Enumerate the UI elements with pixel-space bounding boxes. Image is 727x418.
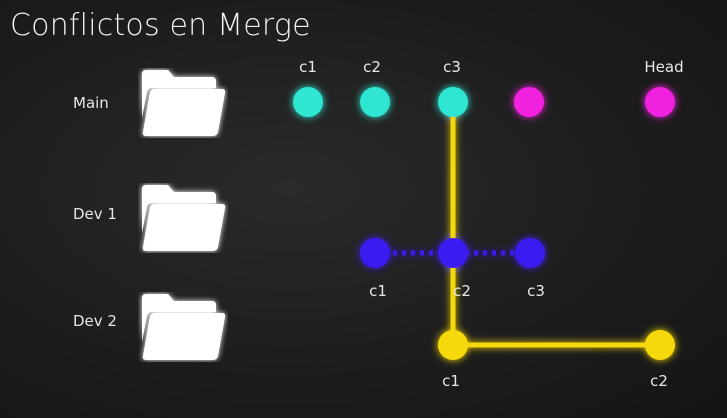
dev2-commit-c2-label: c2 [650, 372, 668, 390]
folder-icon [142, 185, 226, 251]
branch-label-dev1: Dev 1 [73, 205, 117, 223]
main-commit-merge [514, 87, 544, 117]
main-commit-c1-label: c1 [299, 58, 317, 76]
dev1-commit-c2 [438, 238, 468, 268]
main-commit-c3-label: c3 [443, 58, 461, 76]
main-commit-c2 [360, 87, 390, 117]
dev1-commit-c3 [515, 238, 545, 268]
main-commit-c3 [438, 87, 468, 117]
page-title: Conflictos en Merge [10, 8, 311, 43]
dev2-commit-c1 [438, 330, 468, 360]
dev2-commit-c1-label: c1 [442, 372, 460, 390]
main-commit-head-label: Head [644, 58, 684, 76]
main-commit-c2-label: c2 [363, 58, 381, 76]
dev1-commit-c1 [360, 238, 390, 268]
main-commit-c1 [293, 87, 323, 117]
folder-icon [142, 70, 226, 136]
main-commit-head [645, 87, 675, 117]
dev2-commit-c2 [645, 330, 675, 360]
dev1-commit-c3-label: c3 [527, 282, 545, 300]
folder-icon [142, 294, 226, 360]
branch-label-main: Main [73, 94, 109, 112]
branch-label-dev2: Dev 2 [73, 312, 117, 330]
dev1-commit-c2-label: c2 [453, 282, 471, 300]
dev1-commit-c1-label: c1 [369, 282, 387, 300]
